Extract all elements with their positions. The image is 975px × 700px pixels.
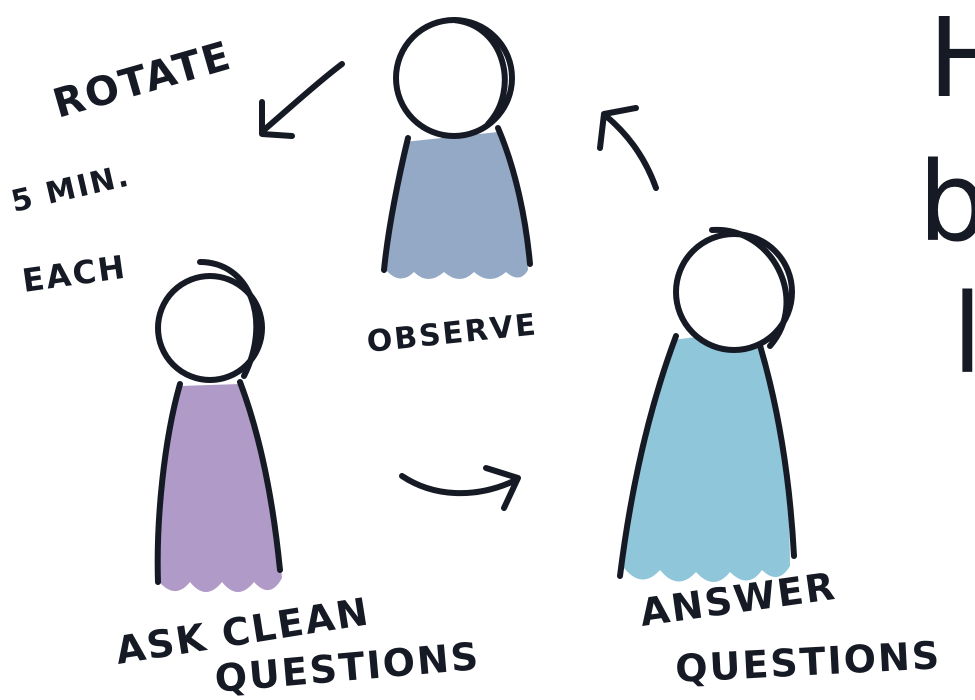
answer-questions-label: QUESTIONS: [674, 633, 942, 691]
cycle-arrow-top-icon: [597, 105, 659, 191]
edge-letter-l: l: [952, 270, 975, 398]
observer-figure: [381, 17, 533, 279]
edge-letter-h: H: [928, 0, 975, 122]
rotate-arrow-icon: [259, 61, 345, 139]
each-label: EACH: [20, 248, 129, 300]
cycle-arrow-bottom-icon: [399, 465, 521, 511]
observer-body: [386, 132, 528, 279]
answerer-figure: [617, 226, 797, 582]
answerer-head: [673, 231, 795, 353]
asker-figure: [154, 259, 283, 592]
answerer-body: [624, 330, 790, 582]
asker-head: [155, 273, 265, 383]
asker-body: [156, 384, 282, 592]
edge-letter-b: b: [918, 138, 975, 266]
five-min-label: 5 MIN.: [8, 159, 134, 220]
rotate-label: ROTATE: [48, 33, 237, 128]
observe-label: OBSERVE: [365, 307, 539, 360]
